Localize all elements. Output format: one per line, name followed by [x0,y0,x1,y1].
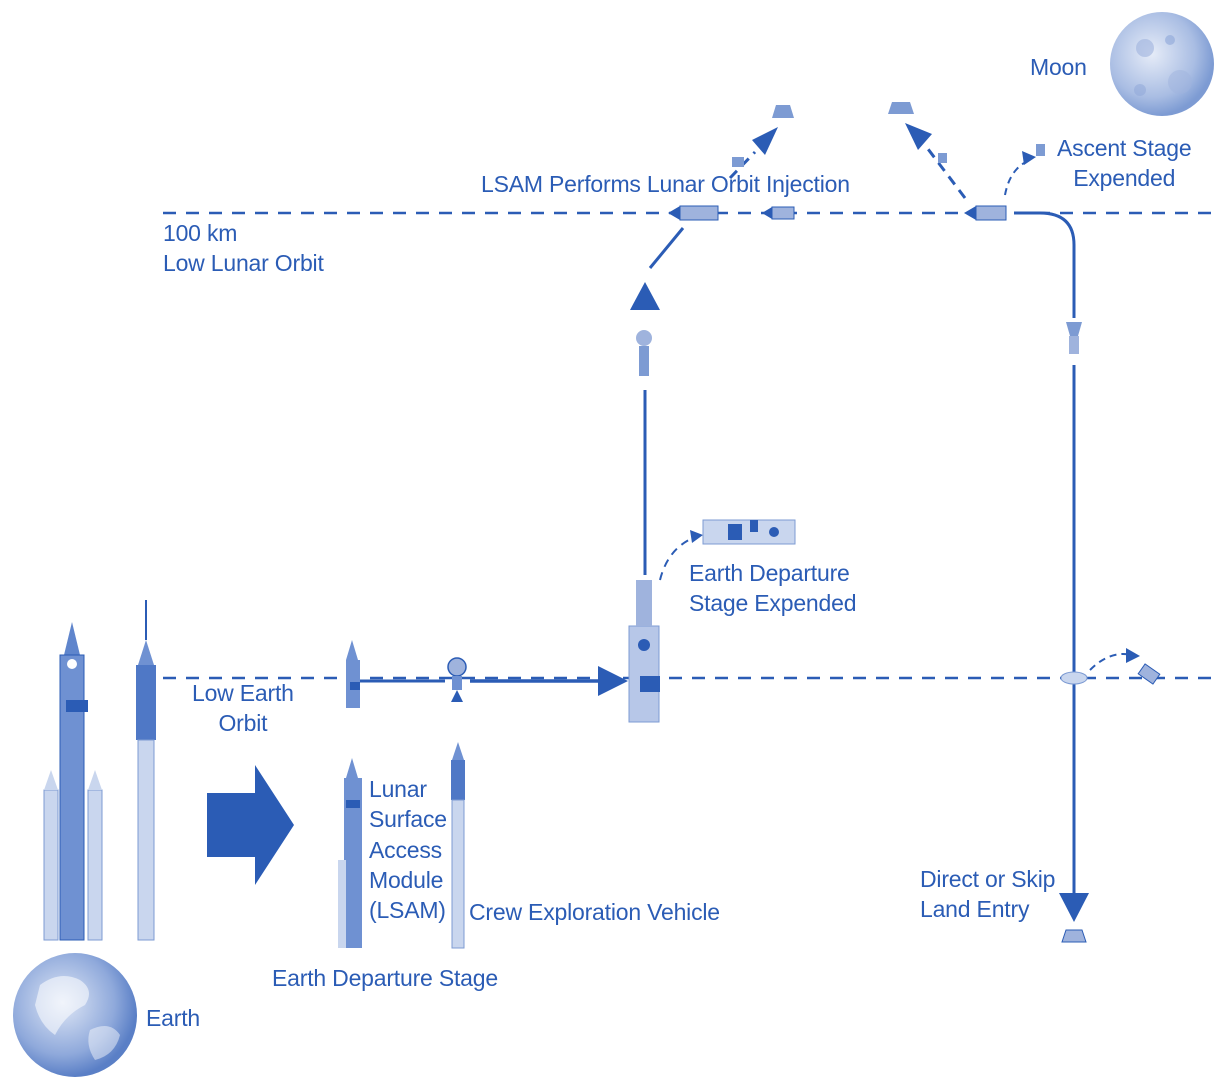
low-earth-orbit-label-line-2: Orbit [218,710,268,737]
capsule-entry-icon [1061,929,1087,943]
descent-arrow [752,127,778,155]
lsam-label-line-2: Surface [369,806,447,833]
moon-icon [1110,12,1214,116]
service-module-expended-path [1089,653,1133,671]
capsule-icon [447,657,467,702]
ascent-stage-label: Ascent Stage Expended [1057,133,1192,194]
moon-label: Moon [1030,54,1087,80]
lunar-orbit-injection-label: LSAM Performs Lunar Orbit Injection [481,171,850,197]
crossing-capsule-icon [1060,671,1088,685]
low-lunar-orbit-label-line-2: Low Lunar Orbit [163,250,324,277]
lsam-label-line-1: Lunar [369,776,427,802]
ascent-stage-label-line-1: Ascent Stage [1057,135,1192,161]
eds-expended-label: Earth Departure Stage Expended [689,558,856,619]
up-arrow [630,282,660,310]
lsam-label-line-5: (LSAM) [369,897,446,924]
eds-expended-path [659,536,696,581]
earth-label: Earth [146,1005,200,1031]
return-spacecraft-icon [1066,322,1082,354]
entry-arrow [1059,893,1089,922]
ascent-path [923,144,967,199]
low-earth-orbit-label: Low Earth Orbit [192,678,294,739]
leo-stack-icon [346,640,360,708]
lander-ascent-icon [888,102,947,163]
low-lunar-orbit-label: 100 km Low Lunar Orbit [163,218,324,279]
lsam-label-line-3: Access [369,836,442,863]
cev-icon [451,742,465,949]
entry-label-line-1: Direct or Skip [920,866,1056,892]
lunar-orbit-stack-icon [668,205,719,221]
eds-expended-icon [702,519,796,545]
entry-label-line-2: Land Entry [920,896,1030,923]
service-module-icon [1137,663,1161,685]
lunar-orbit-return-icon [964,205,1007,221]
crew-launch-rocket-icon [136,600,156,941]
low-lunar-orbit-label-line-1: 100 km [163,220,238,246]
eds-expended-label-line-2: Stage Expended [689,590,857,617]
lsam-label-line-4: Module [369,867,444,894]
heavy-lift-rocket-icon [43,622,103,941]
lander-descent-icon [732,105,794,167]
low-earth-orbit-label-line-1: Low Earth [192,680,294,706]
docked-stack-icon [628,580,660,723]
ascent-stage-icon [1036,144,1045,156]
trans-earth-path [1014,211,1076,318]
right-arrow-icon [207,765,294,885]
eds-expended-label-line-1: Earth Departure [689,560,850,586]
ascent-stage-label-line-2: Expended [1073,165,1176,192]
eds-label: Earth Departure Stage [272,965,498,991]
cev-label: Crew Exploration Vehicle [469,899,720,925]
ascent-arrow [905,123,932,150]
lsam-icon [338,758,362,948]
earth-icon [13,953,137,1077]
loi-curve [648,227,685,269]
lunar-orbit-cev-icon [762,206,795,220]
lsam-label: Lunar Surface Access Module (LSAM) [369,774,447,926]
ascent-stage-expended-path [1004,159,1031,196]
tli-spacecraft-icon [636,330,652,376]
entry-label: Direct or Skip Land Entry [920,864,1055,925]
